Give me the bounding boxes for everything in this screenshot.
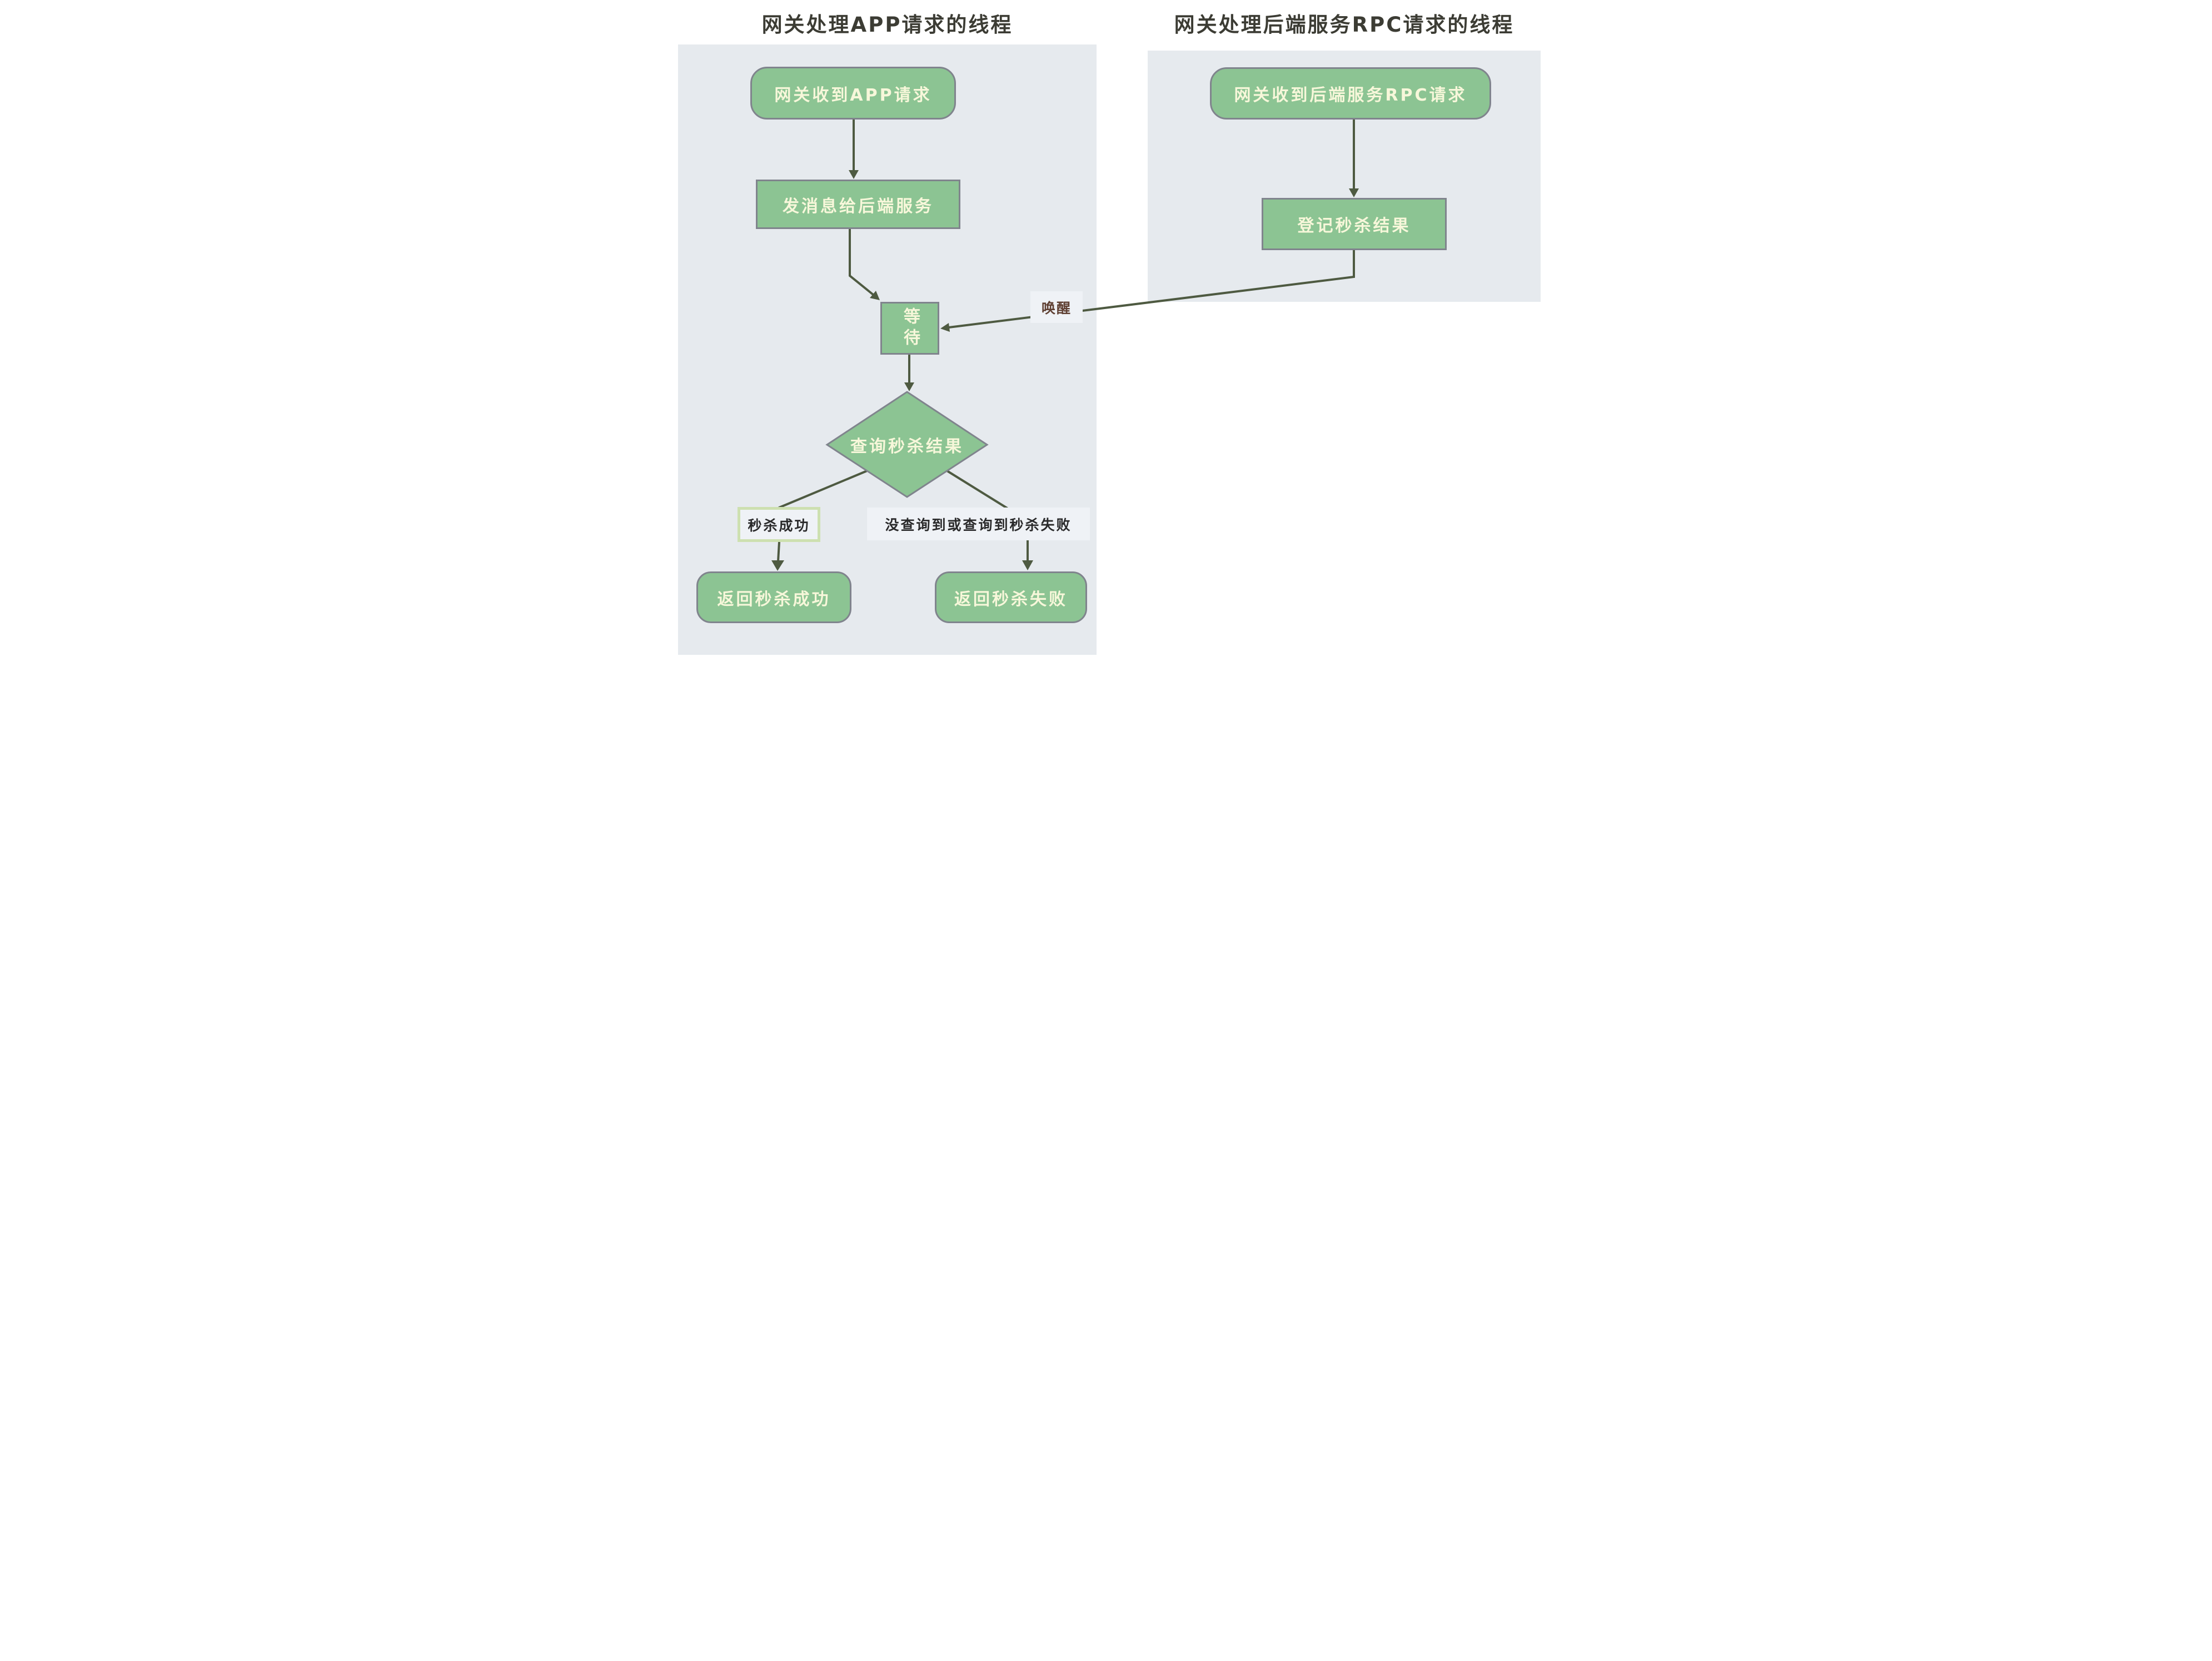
decision-query-seckill-result: 查询秒杀结果: [827, 392, 987, 497]
node-register-seckill-result: 登记秒杀结果: [1262, 198, 1447, 250]
node-send-message-to-backend: 发消息给后端服务: [756, 180, 960, 229]
node-receive-rpc-request: 网关收到后端服务RPC请求: [1210, 67, 1491, 120]
node-wait-label: 等待: [900, 307, 920, 350]
branch-label-not-found-or-fail: 没查询到或查询到秒杀失败: [867, 508, 1090, 540]
arrowhead-success-label-to-box: [771, 560, 784, 571]
arrowhead-receive-to-send: [849, 170, 859, 179]
arrowhead-wait-to-decision: [904, 382, 914, 391]
wake-up-label: 唤醒: [1030, 291, 1083, 323]
node-register-label: 登记秒杀结果: [1297, 216, 1411, 236]
node-return-fail-label: 返回秒杀失败: [954, 589, 1068, 609]
arrow-register-to-wait: [948, 249, 1355, 329]
node-return-seckill-success: 返回秒杀成功: [696, 571, 851, 623]
arrowhead-fail-label-to-box: [1022, 560, 1033, 570]
branch-label-seckill-success: 秒杀成功: [738, 507, 820, 542]
decision-label: 查询秒杀结果: [850, 436, 964, 456]
node-receive-rpc-label: 网关收到后端服务RPC请求: [1234, 86, 1467, 105]
decision-diamond-shape: [825, 391, 989, 498]
line-decision-to-success-label: [778, 470, 868, 509]
rpc-thread-title: 网关处理后端服务RPC请求的线程: [1174, 13, 1514, 37]
node-return-seckill-fail: 返回秒杀失败: [935, 571, 1087, 623]
arrowhead-rpc-to-register: [1349, 188, 1359, 197]
arrowhead-send-to-wait: [870, 291, 880, 300]
arrowhead-register-to-wait: [940, 323, 950, 332]
connector-layer: [771, 118, 1359, 571]
branch-success-text: 秒杀成功: [748, 517, 810, 534]
line-decision-to-fail-label: [946, 470, 1008, 509]
node-wait: 等待: [880, 302, 939, 355]
node-receive-app-request: 网关收到APP请求: [750, 67, 956, 120]
node-return-success-label: 返回秒杀成功: [717, 589, 831, 609]
arrow-success-label-to-box: [777, 541, 780, 563]
node-receive-app-label: 网关收到APP请求: [774, 85, 932, 105]
app-thread-title: 网关处理APP请求的线程: [761, 13, 1013, 37]
wake-up-text: 唤醒: [1041, 300, 1072, 316]
branch-fail-text: 没查询到或查询到秒杀失败: [885, 516, 1072, 533]
flowchart-canvas: 网关处理APP请求的线程 网关处理后端服务RPC请求的线程: [664, 0, 1548, 665]
node-send-msg-label: 发消息给后端服务: [783, 196, 934, 216]
arrow-send-to-wait: [849, 228, 874, 296]
